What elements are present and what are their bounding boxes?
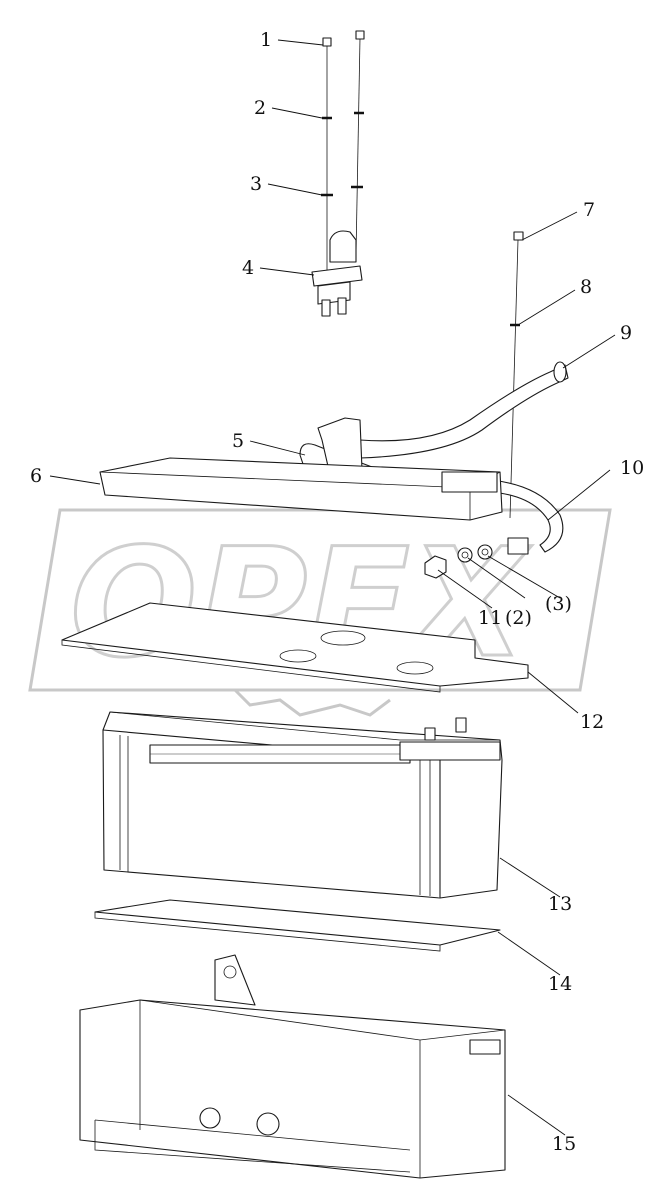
leader-lines: [49, 39, 616, 1136]
callout-8: 8: [580, 276, 592, 298]
callout-7: 7: [583, 199, 595, 221]
insulation-pad: [61, 602, 529, 693]
callout-labels: 1 2 3 4 5 6 7 8 9 10 11 (2) (3) 12 13 14…: [30, 29, 644, 1155]
callout-12: 12: [580, 711, 604, 733]
terminal-bolt-left: [321, 37, 333, 270]
battery-base-pad: [94, 899, 501, 952]
callout-5: 5: [232, 430, 244, 452]
callout-11-2: (2): [505, 607, 532, 629]
callout-15: 15: [552, 1133, 576, 1155]
battery-cover: [99, 457, 503, 521]
callout-9: 9: [620, 322, 632, 344]
callout-2: 2: [254, 97, 266, 119]
callout-13: 13: [548, 893, 572, 915]
callout-4: 4: [242, 257, 254, 279]
cover-bolt: [509, 231, 524, 519]
callout-11-3: (3): [545, 593, 572, 615]
callout-1: 1: [260, 29, 272, 51]
battery: [102, 711, 503, 899]
battery-tray: [79, 954, 506, 1179]
battery-terminal-clamp: [311, 230, 363, 317]
battery-cable-positive: [359, 361, 569, 459]
callout-10: 10: [620, 457, 644, 479]
callout-3: 3: [250, 173, 262, 195]
callout-14: 14: [548, 973, 572, 995]
terminal-bolt-right: [351, 30, 365, 256]
callout-11: 11: [478, 607, 502, 629]
callout-6: 6: [30, 465, 42, 487]
